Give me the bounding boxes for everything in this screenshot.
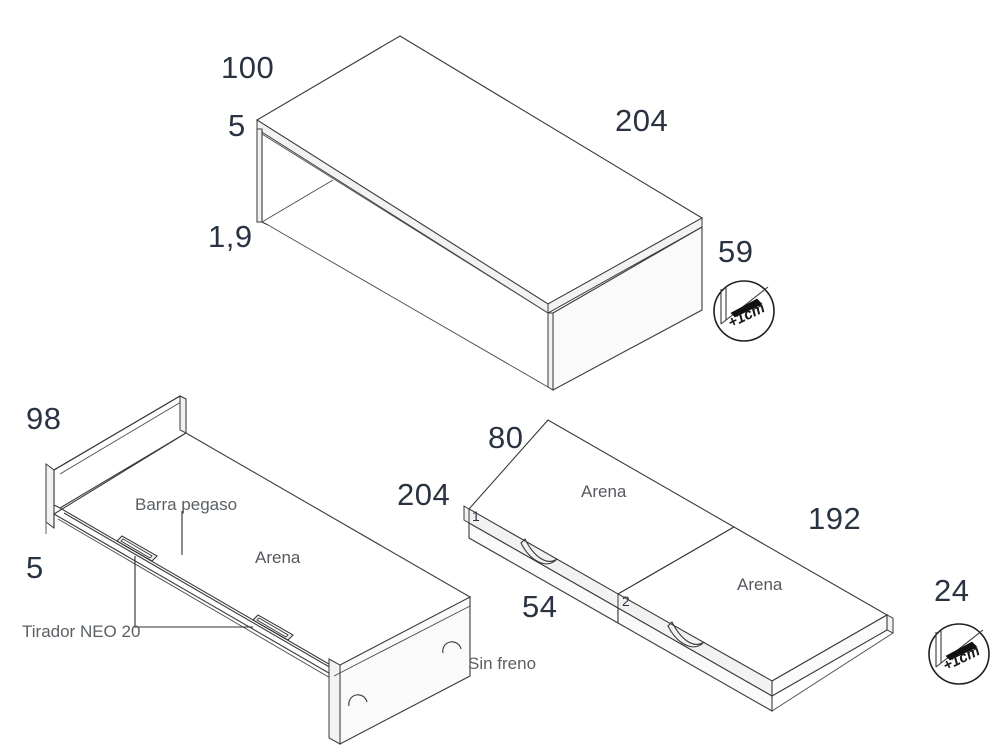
bed-rail-line-mid (63, 512, 339, 673)
desk-top-unit: 100 5 1,9 204 59 +1cm (208, 35, 775, 391)
bed-rail-line-bottom (57, 518, 333, 680)
bed-wheel-notch-a (348, 694, 368, 707)
bed-material-label: Arena (255, 548, 301, 567)
bed-handle-1 (116, 535, 158, 562)
bed-back-rail-line (185, 432, 471, 598)
bed-footboard-edge (328, 658, 341, 745)
bed-headboard-inner-line (59, 398, 187, 475)
tolerance-badge-panel-drawer (935, 631, 942, 667)
bed-handle-leader-line (134, 556, 253, 628)
bed-frame-unit: Barra pegaso Tirador NEO 20 Arena Sin fr… (22, 395, 557, 745)
drawer-1-handle-icon (520, 538, 558, 565)
bed-handle-2 (252, 614, 294, 641)
bed-headboard-top-line (53, 395, 181, 471)
tolerance-badge-drawer: +1cm (928, 623, 990, 685)
tolerance-badge-panel-desk (720, 288, 727, 324)
desk-underside-line-b (267, 224, 549, 388)
tolerance-badge-wedge-desk (730, 298, 763, 318)
drawer-2-right-lower (771, 632, 894, 712)
bed-rail-thickness-dimension: 5 (26, 550, 44, 585)
bed-handle-2-inner (256, 617, 289, 638)
drawer-width-dimension: 80 (488, 420, 523, 455)
tolerance-badge-desk: +1cm (713, 280, 775, 342)
desk-right-panel-edge (547, 312, 554, 391)
drawer-1-left-edge (463, 505, 470, 524)
bed-headboard-right-post (179, 395, 187, 434)
desk-depth-dimension: 100 (221, 50, 274, 85)
bed-rail-line-top (59, 507, 335, 668)
desk-left-leg-side (261, 129, 269, 226)
bed-length-dimension: 204 (397, 477, 450, 512)
bed-handle-label: Tirador NEO 20 (22, 622, 140, 641)
bed-headboard-height-dimension: 98 (26, 401, 61, 436)
drawer-2-front-lower (617, 622, 773, 712)
drawer-2-right-edge (886, 614, 894, 634)
drawer-length-dimension: 192 (808, 501, 861, 536)
desk-leg-thickness-dimension: 1,9 (208, 219, 253, 254)
drawer-pair-unit: 1 Arena 2 Arena 80 192 24 +1cm (463, 419, 990, 712)
drawer-1-material-label: Arena (581, 482, 627, 501)
bed-headboard-left-post (45, 463, 55, 529)
desk-underside-line-a (261, 133, 549, 314)
drawer-1-index-label: 1 (472, 508, 480, 524)
bed-footboard-top-inner (333, 605, 471, 677)
drawer-2-index-label: 2 (622, 593, 630, 609)
drawer-2-right-face (771, 614, 888, 697)
desk-height-dimension: 59 (718, 234, 753, 269)
desk-length-dimension: 204 (615, 103, 668, 138)
bed-footboard-height-dimension: 54 (522, 589, 557, 624)
desk-leg-brace-line (261, 179, 334, 223)
drawer-2-material-label: Arena (737, 575, 783, 594)
tolerance-badge-wedge-drawer (945, 641, 978, 661)
bed-rail-label: Barra pegaso (135, 495, 237, 514)
drawer-height-dimension: 24 (934, 573, 969, 608)
bed-wheel-notch-b (442, 641, 462, 654)
drawer-2-handle-icon (667, 621, 705, 648)
bed-handle-1-inner (120, 538, 153, 559)
desk-left-leg-front (256, 128, 263, 223)
desk-top-thickness-dimension: 5 (228, 108, 246, 143)
drawer-1-front-lower (468, 537, 619, 624)
bed-brake-label: Sin freno (468, 654, 536, 673)
